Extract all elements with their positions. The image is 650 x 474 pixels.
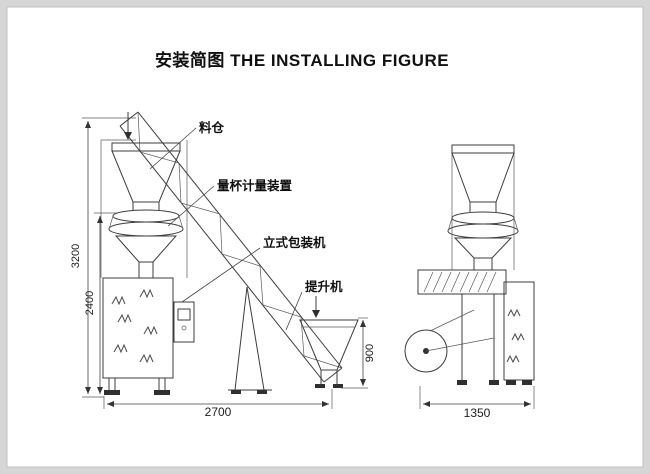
feed-hopper xyxy=(299,296,359,388)
dim-900-label: 900 xyxy=(364,344,376,362)
dim-machine-height: 2400 xyxy=(84,212,118,394)
front-view: 料仓 量杯计量装置 立式包装机 提升机 3200 2400 xyxy=(70,111,376,419)
machine-column xyxy=(503,281,535,385)
side-hopper xyxy=(451,144,515,212)
side-measuring-device xyxy=(447,211,519,270)
callout-hopper: 料仓 xyxy=(149,120,225,170)
material-drop-arrow xyxy=(124,112,132,140)
dim-total-height: 3200 xyxy=(70,117,136,398)
callout-packer: 立式包装机 xyxy=(181,235,326,303)
callout-elevator: 提升机 xyxy=(285,279,343,331)
callout-hopper-label: 料仓 xyxy=(199,120,225,135)
callout-measuring-label: 量杯计量装置 xyxy=(217,178,293,193)
control-panel xyxy=(173,301,195,343)
side-view: 1350 xyxy=(404,144,535,420)
storage-hopper xyxy=(111,142,181,211)
packing-machine-body xyxy=(102,277,174,395)
dim-2400-label: 2400 xyxy=(84,291,96,315)
callout-elevator-label: 提升机 xyxy=(305,279,343,294)
dim-2700-label: 2700 xyxy=(205,405,232,419)
dim-side-width: 1350 xyxy=(419,386,535,420)
film-roll xyxy=(404,309,495,373)
dim-1350-label: 1350 xyxy=(464,406,491,420)
dim-total-width: 2700 xyxy=(103,389,333,419)
elevator-conveyor xyxy=(119,111,343,394)
callout-measuring: 量杯计量装置 xyxy=(167,178,293,227)
side-support-frame xyxy=(451,153,515,270)
dim-feed-hopper-height: 900 xyxy=(341,317,376,389)
callout-packer-label: 立式包装机 xyxy=(263,235,326,250)
dim-3200-label: 3200 xyxy=(70,244,82,268)
measuring-device xyxy=(108,209,184,278)
page-title: 安装简图 THE INSTALLING FIGURE xyxy=(155,50,449,70)
